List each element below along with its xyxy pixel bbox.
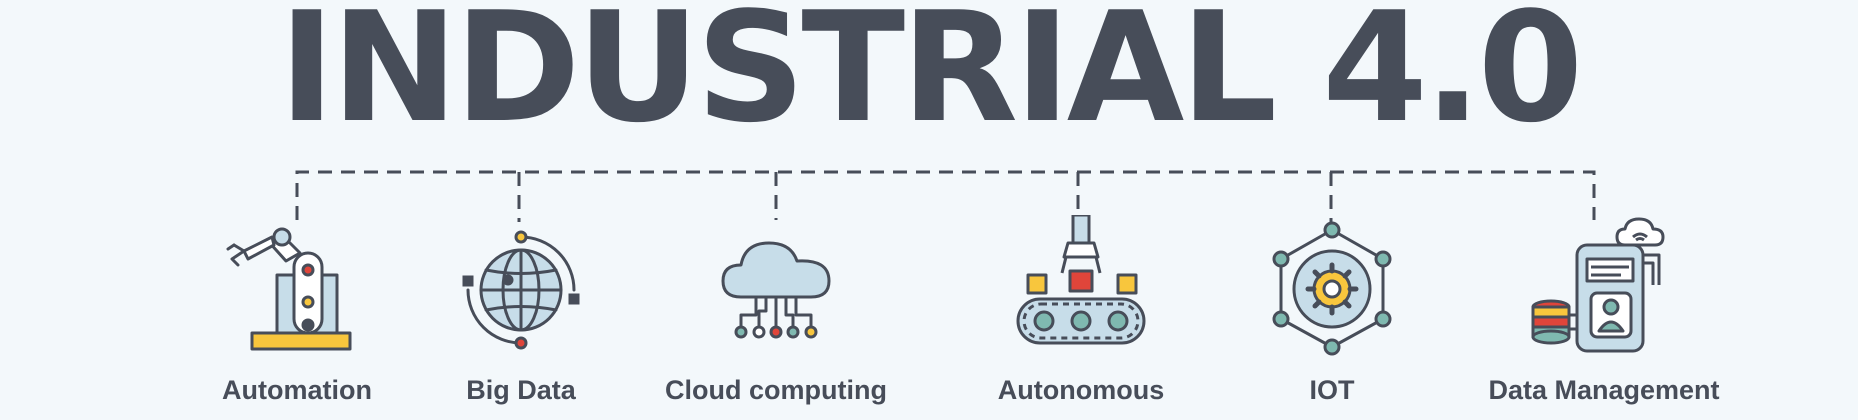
item-label: Big Data <box>466 375 576 405</box>
database-cloud-icon <box>1531 217 1665 353</box>
item-label: IOT <box>1309 375 1355 405</box>
item-label: Cloud computing <box>665 375 887 405</box>
banner-title: INDUSTRIAL 4.0 <box>278 0 1584 156</box>
item-big-data: Big Data <box>401 215 641 415</box>
item-label: Automation <box>222 375 372 405</box>
item-label: Autonomous <box>997 375 1165 405</box>
cloud-network-icon <box>721 241 831 339</box>
item-automation: Automation <box>177 215 417 415</box>
item-cloud-computing: Cloud computing <box>656 215 896 415</box>
globe-data-icon <box>462 230 580 350</box>
conveyor-gripper-icon <box>1016 215 1146 345</box>
robot-arm-icon <box>226 227 352 351</box>
item-autonomous: Autonomous <box>961 215 1201 415</box>
item-iot: IOT <box>1212 215 1452 415</box>
item-data-management: Data Management <box>1474 215 1734 415</box>
gear-network-icon <box>1272 221 1392 356</box>
item-label: Data Management <box>1488 375 1720 405</box>
